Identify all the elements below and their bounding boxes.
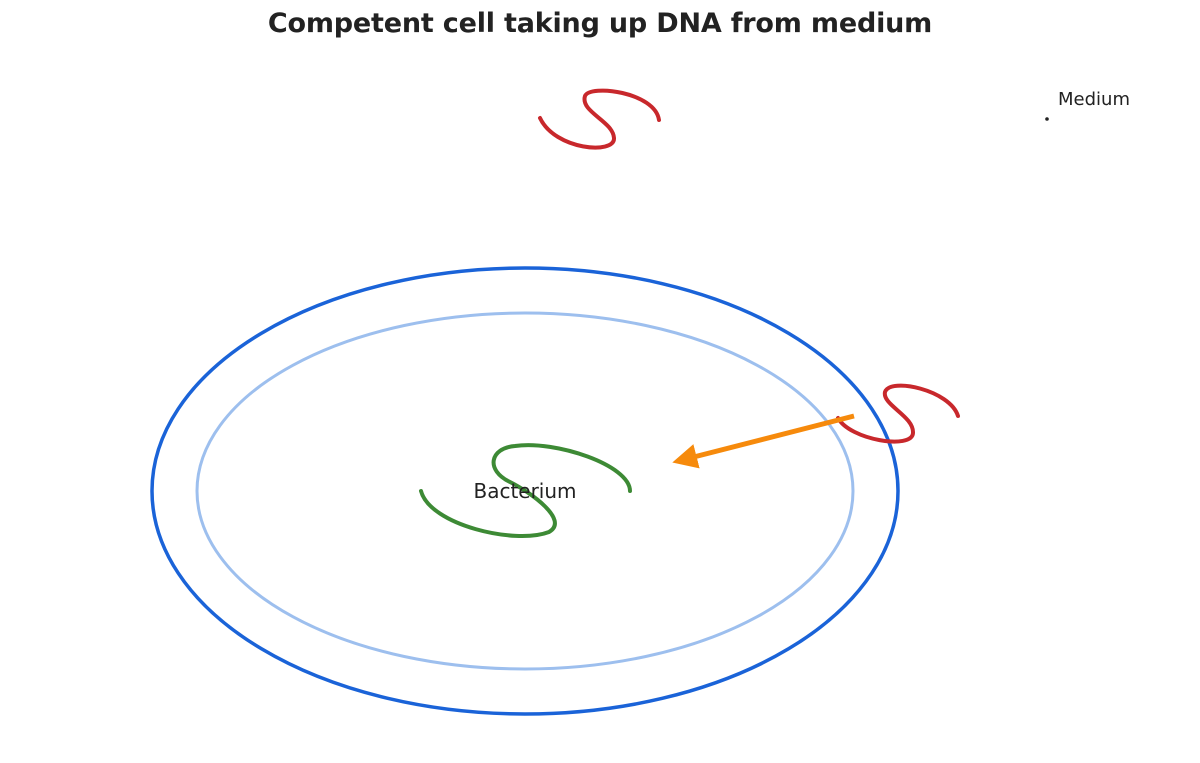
free-foreign-dna-strand xyxy=(538,88,661,150)
diagram-title: Competent cell taking up DNA from medium xyxy=(267,8,933,39)
chromosomal-dna-strand xyxy=(419,443,632,538)
cell-membrane xyxy=(195,311,855,671)
bacterium-label: Bacterium xyxy=(473,479,576,503)
cell-wall xyxy=(150,266,900,716)
medium-label: Medium xyxy=(1058,89,1130,110)
medium-marker-dot xyxy=(1045,117,1049,121)
dna-uptake-arrow xyxy=(672,413,855,469)
entering-foreign-dna-strand xyxy=(836,383,960,444)
